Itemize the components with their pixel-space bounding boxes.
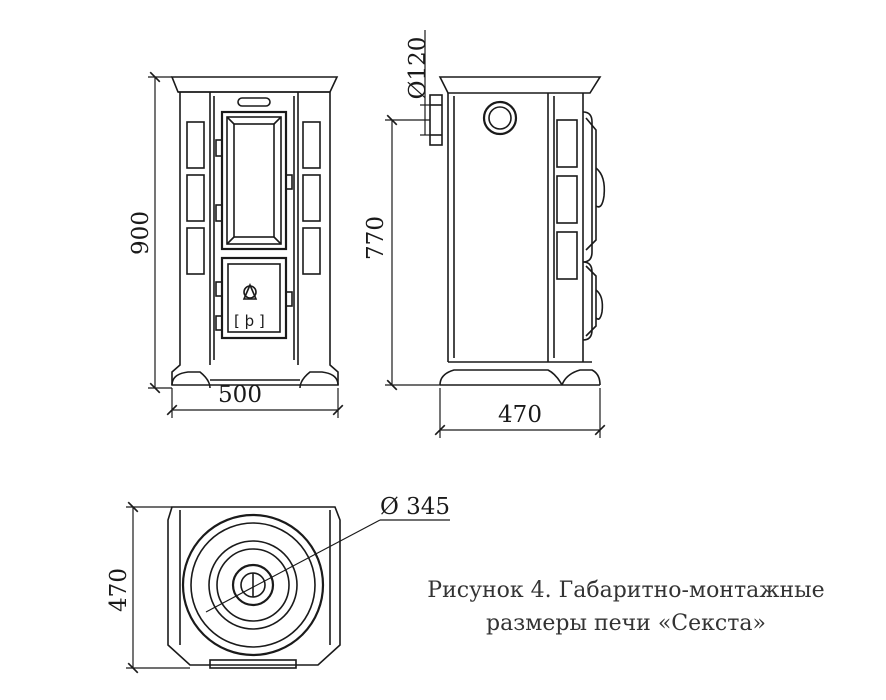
top-depth-label: 470 bbox=[106, 568, 132, 612]
hob-diameter-leader bbox=[205, 519, 450, 613]
side-view bbox=[429, 76, 606, 386]
flue-diameter-dimension bbox=[420, 30, 430, 136]
front-width-dimension bbox=[166, 388, 344, 418]
front-height-dimension bbox=[148, 71, 172, 394]
top-view bbox=[167, 506, 341, 669]
front-width-label: 500 bbox=[218, 382, 262, 408]
side-height-dimension bbox=[385, 114, 440, 391]
flue-diameter-label: Ø120 bbox=[405, 37, 431, 100]
svg-text:[ þ ]: [ þ ] bbox=[234, 312, 265, 330]
side-depth-dimension bbox=[434, 388, 606, 438]
side-depth-label: 470 bbox=[498, 402, 542, 428]
caption-line-2: размеры печи «Секста» bbox=[486, 611, 766, 636]
caption-line-1: Рисунок 4. Габаритно-монтажные bbox=[427, 578, 824, 603]
hob-diameter-label: Ø 345 bbox=[380, 494, 450, 520]
front-view: [ þ ] bbox=[170, 76, 339, 389]
side-height-label: 770 bbox=[363, 216, 389, 260]
front-height-label: 900 bbox=[128, 211, 154, 255]
top-depth-dimension bbox=[126, 501, 190, 674]
